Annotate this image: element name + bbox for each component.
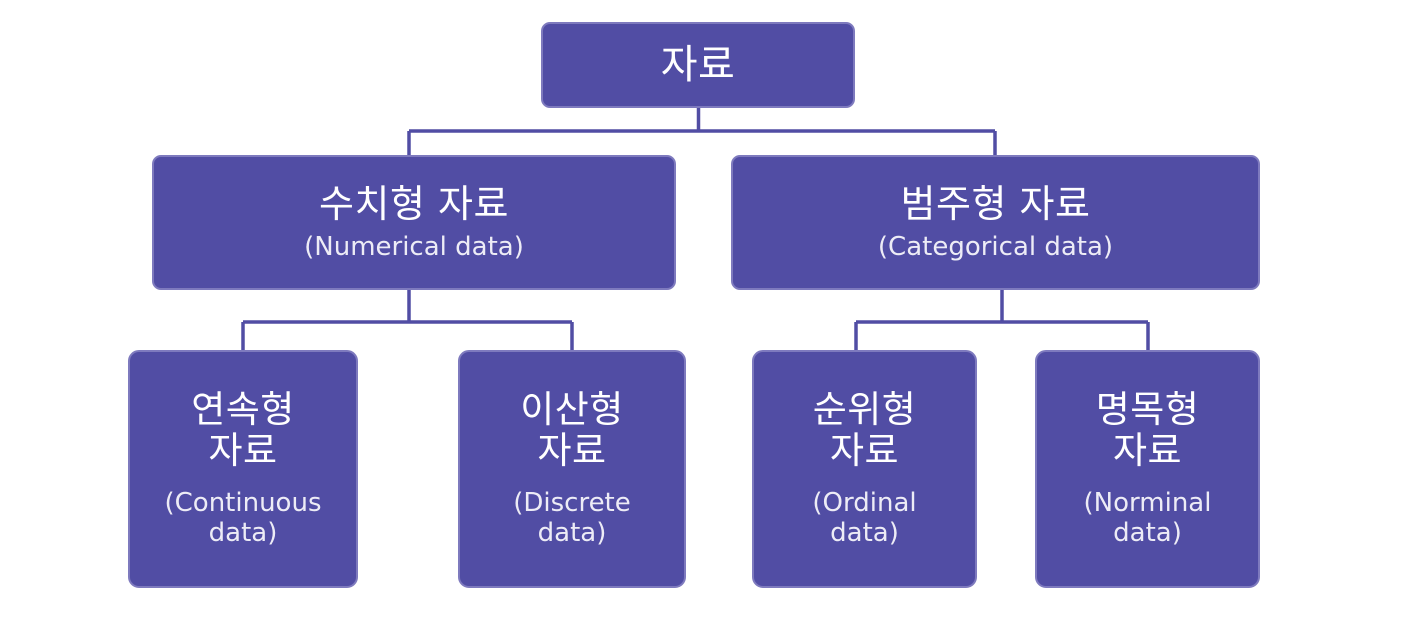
- node-numerical-title-ko: 수치형 자료: [319, 182, 509, 227]
- node-ordinal-title-en-line1: (Ordinal: [812, 487, 917, 518]
- node-discrete-title-en-line2: data): [537, 518, 607, 549]
- node-continuous-data[interactable]: 연속형 자료 (Continuous data): [128, 350, 358, 588]
- node-numerical-data[interactable]: 수치형 자료 (Numerical data): [152, 155, 676, 290]
- node-continuous-title-en-line1: (Continuous: [164, 487, 322, 518]
- node-nominal-title-ko-line2: 자료: [1112, 429, 1183, 473]
- node-discrete-title-en-line1: (Discrete: [513, 487, 631, 518]
- node-numerical-title-en: (Numerical data): [304, 231, 524, 262]
- node-ordinal-data[interactable]: 순위형 자료 (Ordinal data): [752, 350, 977, 588]
- node-ordinal-title-en-line2: data): [830, 518, 899, 549]
- node-ordinal-title-ko-line2: 자료: [829, 429, 900, 473]
- node-categorical-title-ko: 범주형 자료: [900, 182, 1091, 227]
- node-nominal-title-en-line2: data): [1113, 518, 1182, 549]
- node-categorical-data[interactable]: 범주형 자료 (Categorical data): [731, 155, 1260, 290]
- node-nominal-data[interactable]: 명목형 자료 (Norminal data): [1035, 350, 1260, 588]
- node-continuous-title-ko-line2: 자료: [208, 429, 278, 473]
- node-continuous-title-ko-line1: 연속형: [191, 387, 295, 431]
- node-ordinal-title-ko-line1: 순위형: [812, 387, 917, 431]
- node-discrete-title-ko-line1: 이산형: [520, 387, 624, 431]
- node-nominal-title-ko-line1: 명목형: [1095, 387, 1200, 431]
- node-categorical-title-en: (Categorical data): [877, 231, 1114, 262]
- node-discrete-title-ko-line2: 자료: [537, 429, 607, 473]
- node-discrete-data[interactable]: 이산형 자료 (Discrete data): [458, 350, 686, 588]
- node-nominal-title-en-line1: (Norminal: [1083, 487, 1212, 518]
- node-root-data[interactable]: 자료: [541, 22, 855, 108]
- node-root-title-ko: 자료: [660, 41, 736, 88]
- node-continuous-title-en-line2: data): [208, 518, 278, 549]
